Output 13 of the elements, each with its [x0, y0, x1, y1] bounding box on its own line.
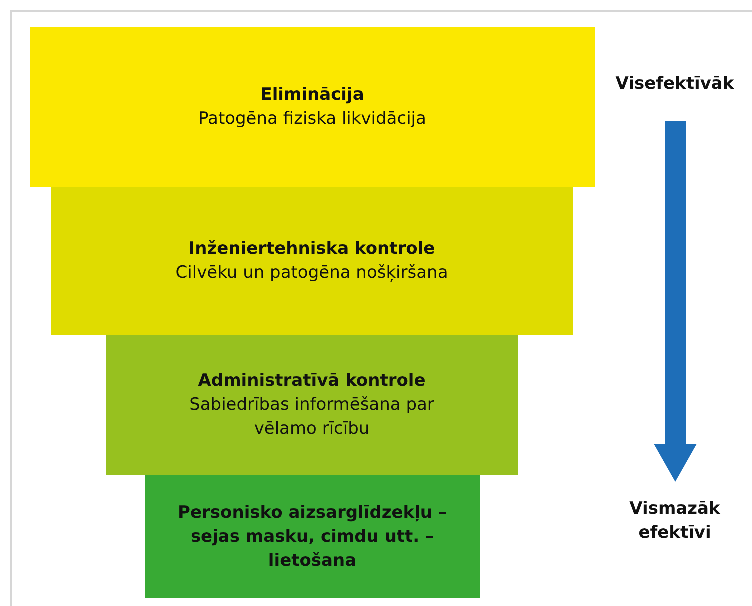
level-description: Cilvēku un patogēna nošķiršana	[176, 262, 448, 285]
hierarchy-level-box	[106, 335, 518, 475]
hierarchy-level-box	[145, 475, 480, 598]
hierarchy-level-box	[30, 27, 595, 187]
level-description: Sabiedrības informēšana par vēlamo rīcību	[188, 394, 436, 441]
hierarchy-level-box	[51, 187, 573, 335]
level-title: Inženiertehniska kontrole	[188, 238, 436, 261]
level-description: Patogēna fiziska likvidācija	[198, 108, 426, 131]
level-title: Eliminācija	[260, 84, 364, 107]
scale-bottom-label: Vismazāk efektīvi	[628, 498, 722, 545]
level-title: Administratīvā kontrole	[198, 370, 426, 393]
level-title: Personisko aizsarglīdzekļu – sejas masku, cimdu utt. – lietošana	[177, 502, 448, 572]
scale-top-label: Visefektīvāk	[614, 73, 736, 96]
